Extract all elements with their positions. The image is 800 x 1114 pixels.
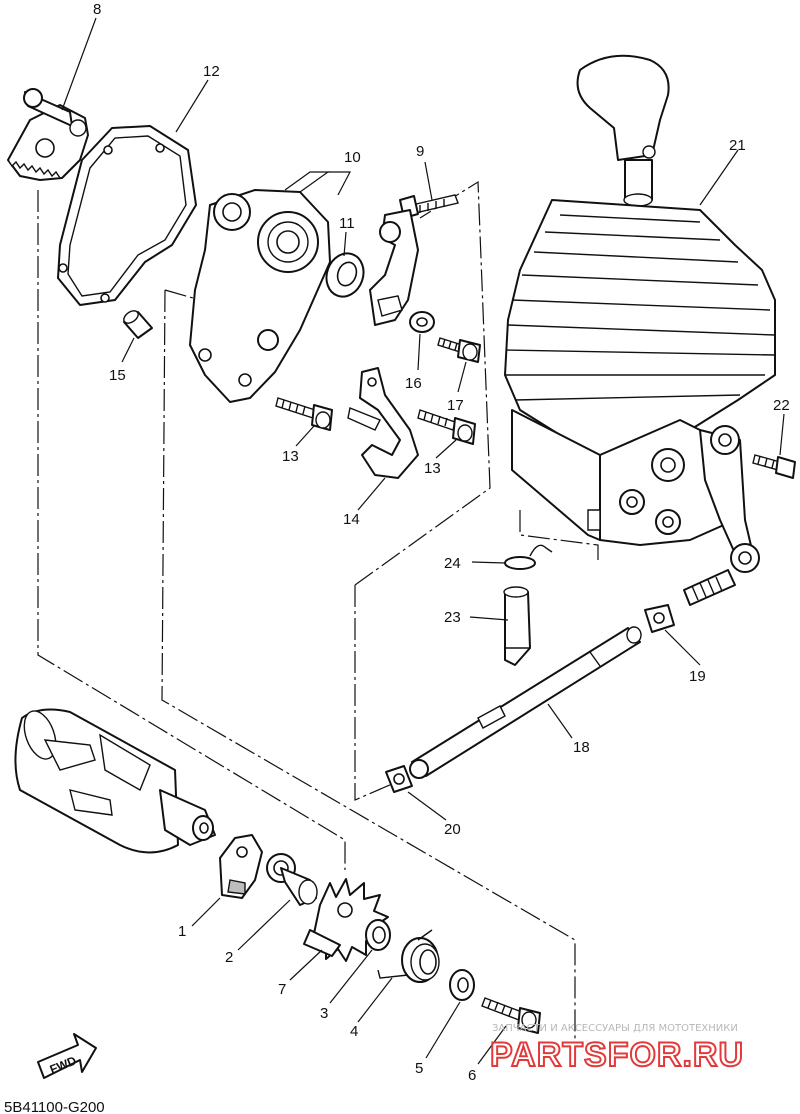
part-15-dowel-pin [123, 310, 153, 339]
part-3-washer [365, 919, 391, 951]
part-13-bolt-right [417, 409, 476, 445]
part-5-washer [449, 969, 475, 1001]
callout-19: 19 [689, 668, 706, 685]
callout-11: 11 [339, 215, 355, 232]
shift-drum [14, 708, 216, 854]
part-21-shift-lever-assembly [504, 54, 776, 606]
part-13-bolt-left [275, 397, 333, 431]
part-14-shift-arm [347, 367, 419, 479]
watermark-tagline: ЗАПЧАСТИ И АКСЕССУАРЫ ДЛЯ МОТОТЕХНИКИ [492, 1023, 738, 1034]
part-1-segment [219, 834, 263, 899]
part-8-shift-lever [7, 88, 89, 181]
part-19-nut [644, 604, 675, 633]
part-23-collar [503, 586, 531, 666]
callout-10: 10 [344, 149, 361, 166]
part-11-oil-seal [325, 252, 365, 298]
callout-13-left: 13 [282, 448, 299, 465]
callout-3: 3 [320, 1005, 328, 1022]
part-12-gasket [57, 125, 197, 306]
diagram-code: 5B41100-G200 [4, 1099, 105, 1114]
part-20-nut [385, 765, 413, 793]
callout-numbers: 8 12 10 9 11 15 16 17 13 13 14 21 22 24 … [93, 1, 790, 1084]
callout-18: 18 [573, 739, 590, 756]
callout-1: 1 [178, 923, 186, 940]
callout-7: 7 [278, 981, 286, 998]
callout-22: 22 [773, 397, 790, 414]
part-18-shift-rod [409, 626, 642, 779]
part-16-washer [409, 311, 435, 333]
callout-12: 12 [203, 63, 220, 80]
callout-21: 21 [729, 137, 746, 154]
callout-14: 14 [343, 511, 360, 528]
leader-lines [61, 17, 785, 1065]
part-2-collar [266, 853, 318, 906]
callout-20: 20 [444, 821, 461, 838]
callout-6: 6 [468, 1067, 476, 1084]
callout-23: 23 [444, 609, 461, 626]
part-6-bolt [481, 997, 541, 1034]
part-9-bolt [399, 194, 459, 219]
callout-9: 9 [416, 143, 424, 160]
callout-4: 4 [350, 1023, 358, 1040]
callout-17: 17 [447, 397, 464, 414]
part-24-clip [504, 544, 553, 570]
lever-bracket [369, 209, 419, 326]
callout-8: 8 [93, 1, 101, 18]
callout-15: 15 [109, 367, 126, 384]
callout-24: 24 [444, 555, 461, 572]
fwd-arrow-icon: FWD [37, 1033, 97, 1079]
watermark: ЗАПЧАСТИ И АКСЕССУАРЫ ДЛЯ МОТОТЕХНИКИ PA… [489, 1023, 744, 1075]
watermark-brand: PARTSFOR.RU [490, 1036, 744, 1074]
part-4-spring [377, 929, 440, 983]
callout-5: 5 [415, 1060, 423, 1077]
callout-16: 16 [405, 375, 422, 392]
part-10-shift-cover [189, 189, 331, 403]
callout-13-right: 13 [424, 460, 441, 477]
part-17-bolt [437, 337, 481, 363]
part-22-bolt [752, 454, 796, 479]
callout-2: 2 [225, 949, 233, 966]
